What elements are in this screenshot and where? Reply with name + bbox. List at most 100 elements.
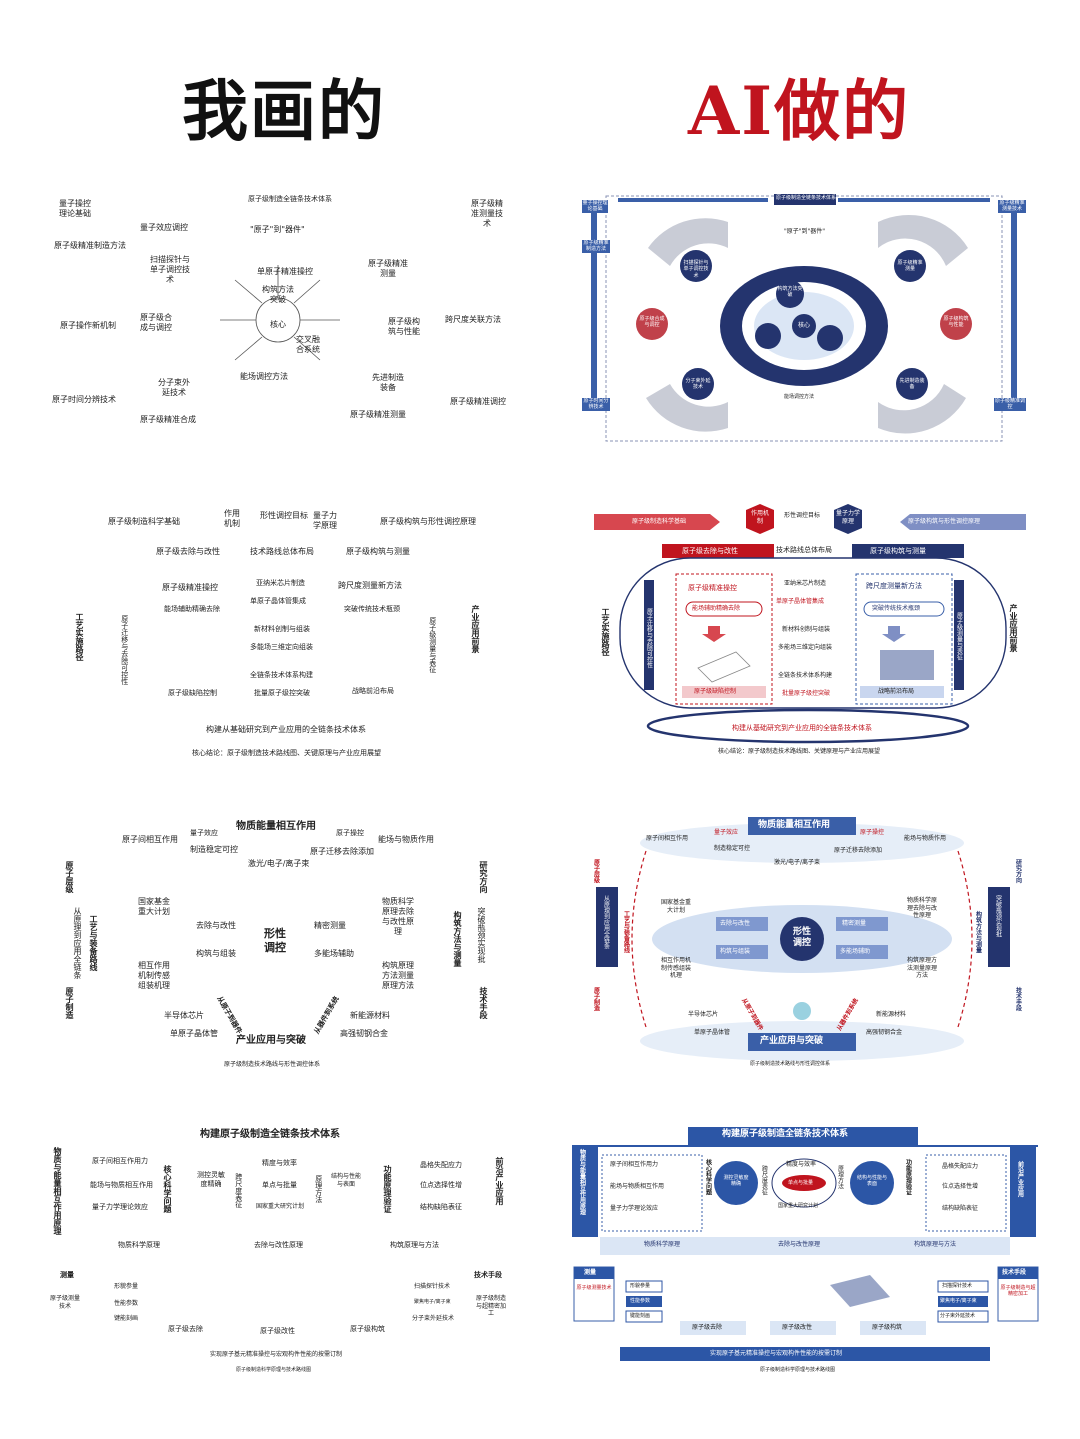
p3-c3: 构筑与组装 (196, 949, 236, 958)
ai-1-graphics (591, 194, 1017, 442)
p3-top: 物质能量相互作用 (236, 821, 316, 832)
ai4-s3: 构筑原理与方法 (914, 1241, 957, 1248)
ai4-b-right: 原子级制造与超精密加工 (1000, 1285, 1036, 1298)
ai1-l1: 原子级精准制造方法 (582, 240, 610, 253)
ai2-r1: 跨尺度测量新方法 (866, 582, 922, 590)
ai4-b-right-h: 技术手段 (1002, 1269, 1027, 1276)
p1-right-mid: 原子级构筑与性能 (388, 317, 420, 336)
p2-c4: 多能场三维定向组装 (250, 643, 313, 651)
ai3-top: 物质能量相互作用 (758, 820, 831, 830)
ai4-m5: 结构与性能与表面 (856, 1175, 887, 1188)
ai2-mid-top: 形性调控目标 (784, 512, 821, 519)
ai4-v-mid3: 原理方法 (836, 1165, 844, 1189)
ai4-v-mid1: 核心科学问题 (704, 1159, 712, 1195)
p1-r1: 原子级精准测量 (368, 259, 408, 278)
ai2-side-left: 工艺实施路径 (601, 608, 610, 656)
ai4-q1: 扫描探针技术 (942, 1283, 973, 1289)
p1-l2: 原子操作新机制 (60, 321, 116, 330)
ai4-p1: 形貌参量 (630, 1283, 651, 1289)
p1-r2: 跨尺度关联方法 (445, 315, 501, 324)
p4-r2: 位点选择性增 (420, 1181, 462, 1189)
ai2-rb: 战略前沿布局 (878, 688, 915, 695)
ai2-arrow-left: 原子级制造科学基础 (632, 518, 687, 525)
p3-v-l-in2: 工艺与装备路线 (89, 915, 98, 971)
p3-diag-r: 从器件到系统 (312, 995, 341, 1036)
p3-t-right: 能场与物质作用 (378, 835, 434, 844)
p4-s3: 构筑原理与方法 (390, 1241, 439, 1249)
p4-v-mid3: 原理方法 (314, 1175, 323, 1203)
p3-t-r: 原子操控 (336, 829, 364, 837)
ai3-b2: 单原子晶体管 (694, 1029, 731, 1036)
p1-cross: 交叉融合系统 (296, 335, 320, 354)
ai3-b1: 半导体芯片 (688, 1011, 719, 1018)
p4-m2: 精度与效率 (262, 1159, 297, 1167)
ai3-t-m2: 原子迁移去除添加 (834, 847, 883, 854)
ai-4-graphics (572, 1127, 1039, 1361)
ai-panel-2: 原子级制造科学基础 作用机制 形性调控目标 量子力学原理 原子级构筑与形性调控原… (590, 500, 1030, 762)
p3-t-m3: 激光/电子/离子束 (248, 859, 310, 868)
ai3-v-br: 技术手段 (1014, 987, 1022, 1011)
p4-title: 构建原子级制造全链条技术体系 (200, 1129, 340, 1140)
p2-r2: 突破传统技术瓶颈 (344, 605, 400, 613)
ai2-c3: 新材料创制与组装 (782, 626, 831, 633)
ai2-l2: 能场辅助精确去除 (692, 605, 741, 612)
p3-v-r-in2: 构筑方法与测量 (453, 911, 462, 967)
p3-v-l-in1: 从原理到应用全链条 (73, 907, 82, 979)
p3-c1: 去除与改性 (196, 921, 236, 930)
p2-col-left: 原子迁移与去除可控性 (120, 615, 129, 685)
p2-c3: 新材料创制与组装 (254, 625, 310, 633)
ai3-t-m1: 制造稳定可控 (714, 845, 751, 852)
p2-lb: 原子级缺陷控制 (168, 689, 217, 697)
p2-c5: 全链条技术体系构建 (250, 671, 313, 679)
ai4-l2: 能场与物质相互作用 (610, 1183, 665, 1190)
sketch-1-lines (220, 265, 340, 361)
ai2-node1: 作用机制 (750, 510, 769, 525)
p3-v-l-out: 原子层级 (65, 861, 74, 893)
p4-bar: 实现原子基元精准操控与宏观构件性能的按需订制 (210, 1351, 343, 1358)
header-left: 我画的 (182, 72, 386, 150)
ai1-r3: 原子级精准调控 (994, 398, 1026, 411)
p4-b-left: 原子级测量技术 (50, 1295, 81, 1310)
ai4-r3: 结构缺陷表征 (942, 1205, 979, 1212)
ai4-l3: 量子力学理论效应 (610, 1205, 659, 1212)
ai4-m2: 精度与效率 (786, 1161, 817, 1168)
ai2-col-right: 原子级测量与表征 (955, 612, 963, 660)
p2-node1: 作用机制 (224, 509, 240, 528)
p3-t-q: 量子效应 (190, 829, 218, 837)
ai1-ring1: 扫描探针与单子调控技术 (683, 260, 709, 279)
p4-r1: 晶格失配应力 (420, 1161, 462, 1169)
sketch-panel-3: 物质能量相互作用 原子间相互作用 量子效应 原子操控 能场与物质作用 制造稳定可… (60, 815, 510, 1075)
ai3-v-r-in1: 突破瓶颈实现批 (994, 895, 1002, 937)
p3-v-r-in1: 突破瓶颈实现批 (477, 907, 486, 963)
p1-ring1: 扫描探针与单子调控技术 (150, 255, 190, 284)
p4-r3: 结构缺陷表征 (420, 1203, 462, 1211)
ai3-v-l-in1: 从原理到应用全链条 (602, 895, 610, 949)
p4-p2: 性能参数 (114, 1300, 139, 1307)
ai4-p3: 键能刻画 (630, 1313, 651, 1319)
ai1-bot2: 能场调控方法 (784, 394, 815, 400)
p2-bar-right: 原子级构筑与测量 (346, 547, 410, 556)
ai3-r2: 构筑原理方法测量原理方法 (906, 957, 937, 979)
ai4-q2: 聚焦电子/离子束 (940, 1298, 977, 1304)
ai-panel-3: 物质能量相互作用 原子间相互作用 量子效应 原子操控 能场与物质作用 制造稳定可… (588, 815, 1030, 1077)
ai3-t-q: 量子效应 (714, 829, 739, 836)
p4-l1: 原子间相互作用力 (92, 1157, 148, 1165)
p1-bot1: 分子束外延技术 (158, 378, 190, 397)
p2-side-right: 产业应用前景 (471, 605, 480, 653)
ai4-f3: 原子级构筑 (872, 1324, 903, 1331)
p3-bottom: 产业应用与突破 (236, 1035, 306, 1046)
p4-m4: 国家重大研究计划 (256, 1203, 305, 1210)
ai3-c1: 去除与改性 (720, 920, 751, 927)
p2-r1: 跨尺度测量新方法 (338, 581, 402, 590)
p3-c2: 精密测量 (314, 921, 346, 930)
ai4-foot: 原子级制造科学原理与技术路线图 (760, 1367, 836, 1373)
p3-b4: 高强韧钢合金 (340, 1029, 388, 1038)
ai4-b-left-h: 测量 (584, 1269, 597, 1276)
p2-c1: 亚纳米芯片制造 (256, 579, 305, 587)
ai1-top-left: 量子操控理论基础 (582, 200, 608, 213)
ai1-top-right: 原子级精准测量技术 (998, 200, 1026, 213)
ai3-c3: 构筑与组装 (720, 948, 751, 955)
ai3-bottom: 产业应用与突破 (760, 1036, 824, 1046)
ai2-l1: 原子级精准操控 (688, 584, 737, 592)
ai4-v-right: 前沿产业应用 (1016, 1161, 1024, 1197)
